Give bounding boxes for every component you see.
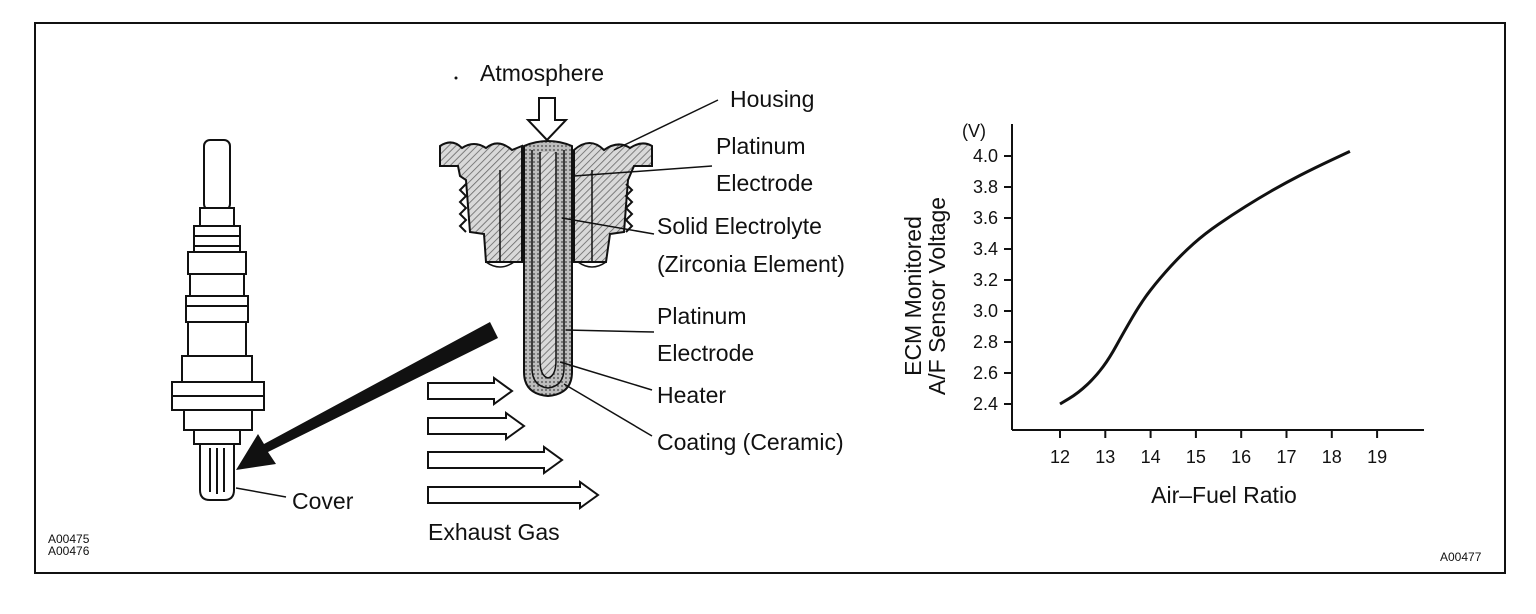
x-tick-label: 15 [1186, 447, 1206, 467]
y-tick-label: 2.8 [973, 332, 998, 352]
x-tick-label: 13 [1095, 447, 1115, 467]
sensor-cross-section [439, 140, 653, 398]
x-tick-label: 16 [1231, 447, 1251, 467]
y-tick-label: 4.0 [973, 146, 998, 166]
label-exhaust-gas: Exhaust Gas [428, 519, 560, 545]
x-tick-label: 19 [1367, 447, 1387, 467]
figure-code-left-1: A00475 [48, 532, 90, 546]
exhaust-arrows [427, 376, 600, 510]
y-axis-title-line-2: A/F Sensor Voltage [924, 197, 950, 395]
x-axis-title: Air–Fuel Ratio [1151, 482, 1297, 508]
cross-section-leaders [559, 99, 719, 437]
x-tick-label: 14 [1141, 447, 1161, 467]
y-axis-title-line-1: ECM Monitored [900, 216, 926, 376]
figure-code-right: A00477 [1440, 550, 1482, 564]
y-tick-label: 3.2 [973, 270, 998, 290]
label-coating: Coating (Ceramic) [657, 429, 844, 455]
label-heater: Heater [657, 382, 727, 408]
x-tick-label: 12 [1050, 447, 1070, 467]
y-unit-label: (V) [962, 121, 986, 141]
y-tick-label: 3.4 [973, 239, 998, 259]
x-tick-label: 17 [1276, 447, 1296, 467]
label-solid-electrolyte-2: (Zirconia Element) [657, 251, 845, 277]
cover-leader-line [235, 487, 287, 498]
label-solid-electrolyte-1: Solid Electrolyte [657, 213, 822, 239]
pointer-arrow [236, 322, 498, 470]
y-tick-label: 3.6 [973, 208, 998, 228]
label-platinum-electrode-top-2: Electrode [716, 170, 814, 196]
label-platinum-electrode-top-1: Platinum [716, 133, 806, 159]
label-atmosphere: Atmosphere [480, 60, 605, 86]
y-axis-title-group: ECM Monitored A/F Sensor Voltage [900, 197, 950, 395]
figure-code-left-2: A00476 [48, 544, 90, 558]
x-tick-label: 18 [1322, 447, 1342, 467]
y-ticks: 2.4 2.6 2.8 3.0 3.2 3.4 3.6 3.8 4.0 [973, 146, 1012, 414]
voltage-curve [1059, 149, 1351, 406]
y-tick-label: 3.8 [973, 177, 998, 197]
y-tick-label: 2.4 [973, 394, 998, 414]
y-tick-label: 3.0 [973, 301, 998, 321]
x-ticks: 12 13 14 15 16 17 18 19 [1050, 430, 1387, 467]
label-platinum-electrode-bottom-1: Platinum [657, 303, 747, 329]
label-platinum-electrode-bottom-2: Electrode [657, 340, 755, 366]
oxygen-sensor-body [171, 139, 265, 501]
label-housing: Housing [730, 86, 815, 112]
figure-frame [34, 22, 1506, 574]
atmosphere-arrow [525, 97, 569, 142]
label-cover: Cover [292, 488, 354, 514]
y-tick-label: 2.6 [973, 363, 998, 383]
